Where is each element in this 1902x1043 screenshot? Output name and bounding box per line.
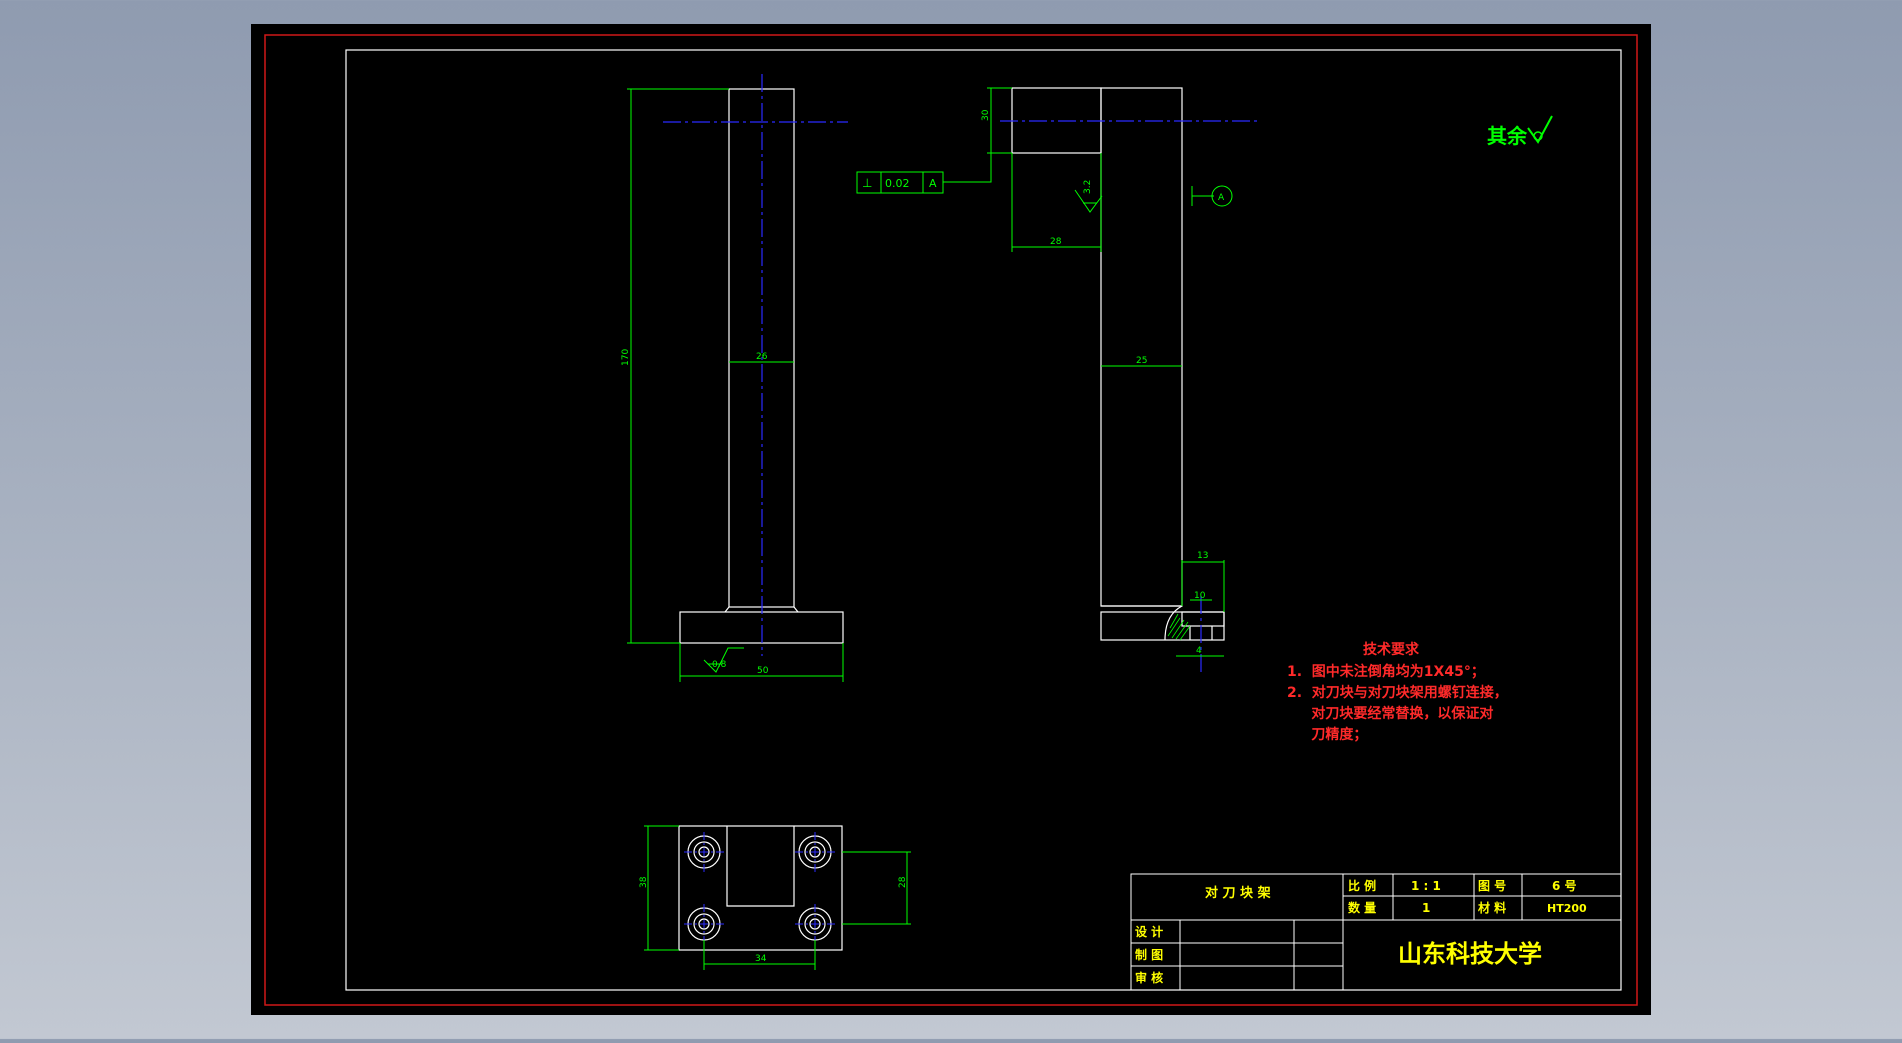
tech-req-line-3: 对刀块要经常替换，以保证对	[1287, 705, 1493, 722]
draw-label: 制 图	[1135, 947, 1163, 962]
technical-requirements: 技术要求 1. 图中未注倒角均为1X45°； 2. 对刀块与对刀块架用螺钉连接，…	[1287, 641, 1508, 743]
dim-side-width: 25	[1136, 356, 1147, 366]
tech-req-line-1: 1. 图中未注倒角均为1X45°；	[1287, 663, 1485, 680]
side-dimension-text: 30 28 25 13 10 4 3.2 ⊥ 0.02 A A	[862, 109, 1225, 656]
dim-side-top-width: 28	[1050, 237, 1062, 247]
front-fillet-right	[793, 606, 799, 613]
quantity-label: 数 量	[1348, 900, 1376, 915]
title-block-text: 对 刀 块 架 比 例 1 : 1 图 号 6 号 数 量 1 材 料 HT20…	[1135, 878, 1587, 985]
tolerance-symbol: ⊥	[862, 176, 872, 190]
plan-dimensions	[644, 825, 911, 970]
plan-outline	[678, 825, 843, 951]
screw-slot	[1181, 611, 1225, 627]
datum-circle	[1211, 185, 1233, 207]
dim-side-roughness: 3.2	[1083, 180, 1093, 194]
tech-req-line-4: 刀精度；	[1287, 726, 1367, 743]
scale-label: 比 例	[1348, 878, 1376, 893]
title-block	[1130, 873, 1622, 991]
school-name: 山东科技大学	[1398, 940, 1542, 968]
dim-slot-inner: 10	[1194, 591, 1206, 601]
side-center-lines	[1000, 120, 1258, 676]
dim-plan-hole-spacing: 34	[755, 954, 767, 964]
side-view	[1011, 87, 1225, 641]
datum-letter: A	[1218, 193, 1225, 203]
dim-plan-hole-height: 28	[898, 876, 908, 888]
part-name: 对 刀 块 架	[1205, 885, 1271, 901]
side-dimensions	[943, 87, 1233, 657]
tech-req-line-2: 2. 对刀块与对刀块架用螺钉连接，	[1287, 684, 1508, 701]
surface-finish-note: 其余	[1487, 115, 1553, 148]
dim-base-roughness: 0.8	[712, 660, 727, 670]
plan-dimension-text: 38 28 34	[639, 876, 908, 964]
scale-value: 1 : 1	[1411, 879, 1441, 893]
review-label: 审 核	[1135, 970, 1163, 985]
design-label: 设 计	[1135, 924, 1163, 939]
tolerance-datum: A	[929, 177, 937, 190]
tolerance-frame	[856, 171, 944, 194]
dim-base-width: 50	[757, 666, 769, 676]
dim-side-top-height: 30	[981, 109, 991, 121]
dim-screw-gap: 4	[1196, 646, 1202, 656]
roughness-symbol-base	[703, 647, 744, 673]
plan-center-lines	[684, 832, 835, 944]
roughness-symbol-side	[1074, 189, 1103, 213]
dim-plan-height: 38	[639, 876, 649, 888]
drawing-no-value: 6 号	[1552, 878, 1577, 893]
dim-front-height: 170	[621, 349, 631, 366]
front-fillet-left	[724, 606, 730, 613]
drawing-no-label: 图 号	[1478, 878, 1506, 893]
tech-req-title: 技术要求	[1363, 641, 1420, 658]
material-label: 材 料	[1477, 900, 1506, 915]
quantity-value: 1	[1422, 901, 1430, 915]
dim-slot-width: 13	[1197, 551, 1208, 561]
plan-slot	[726, 826, 795, 907]
drawing-sheet	[251, 24, 1651, 1015]
outer-frame	[264, 34, 1638, 1006]
front-dimensions	[627, 88, 844, 682]
hatched-section	[1164, 605, 1183, 641]
tolerance-value: 0.02	[885, 177, 910, 190]
side-hatch	[1167, 613, 1191, 641]
dim-front-width: 26	[756, 352, 768, 362]
check-roughness-icon	[1527, 115, 1553, 144]
inner-border	[345, 49, 1622, 991]
front-center-lines	[663, 74, 848, 656]
material-value: HT200	[1547, 902, 1587, 915]
surface-finish-label: 其余	[1487, 124, 1528, 148]
front-dimension-text: 170 26 50 0.8	[621, 349, 769, 676]
